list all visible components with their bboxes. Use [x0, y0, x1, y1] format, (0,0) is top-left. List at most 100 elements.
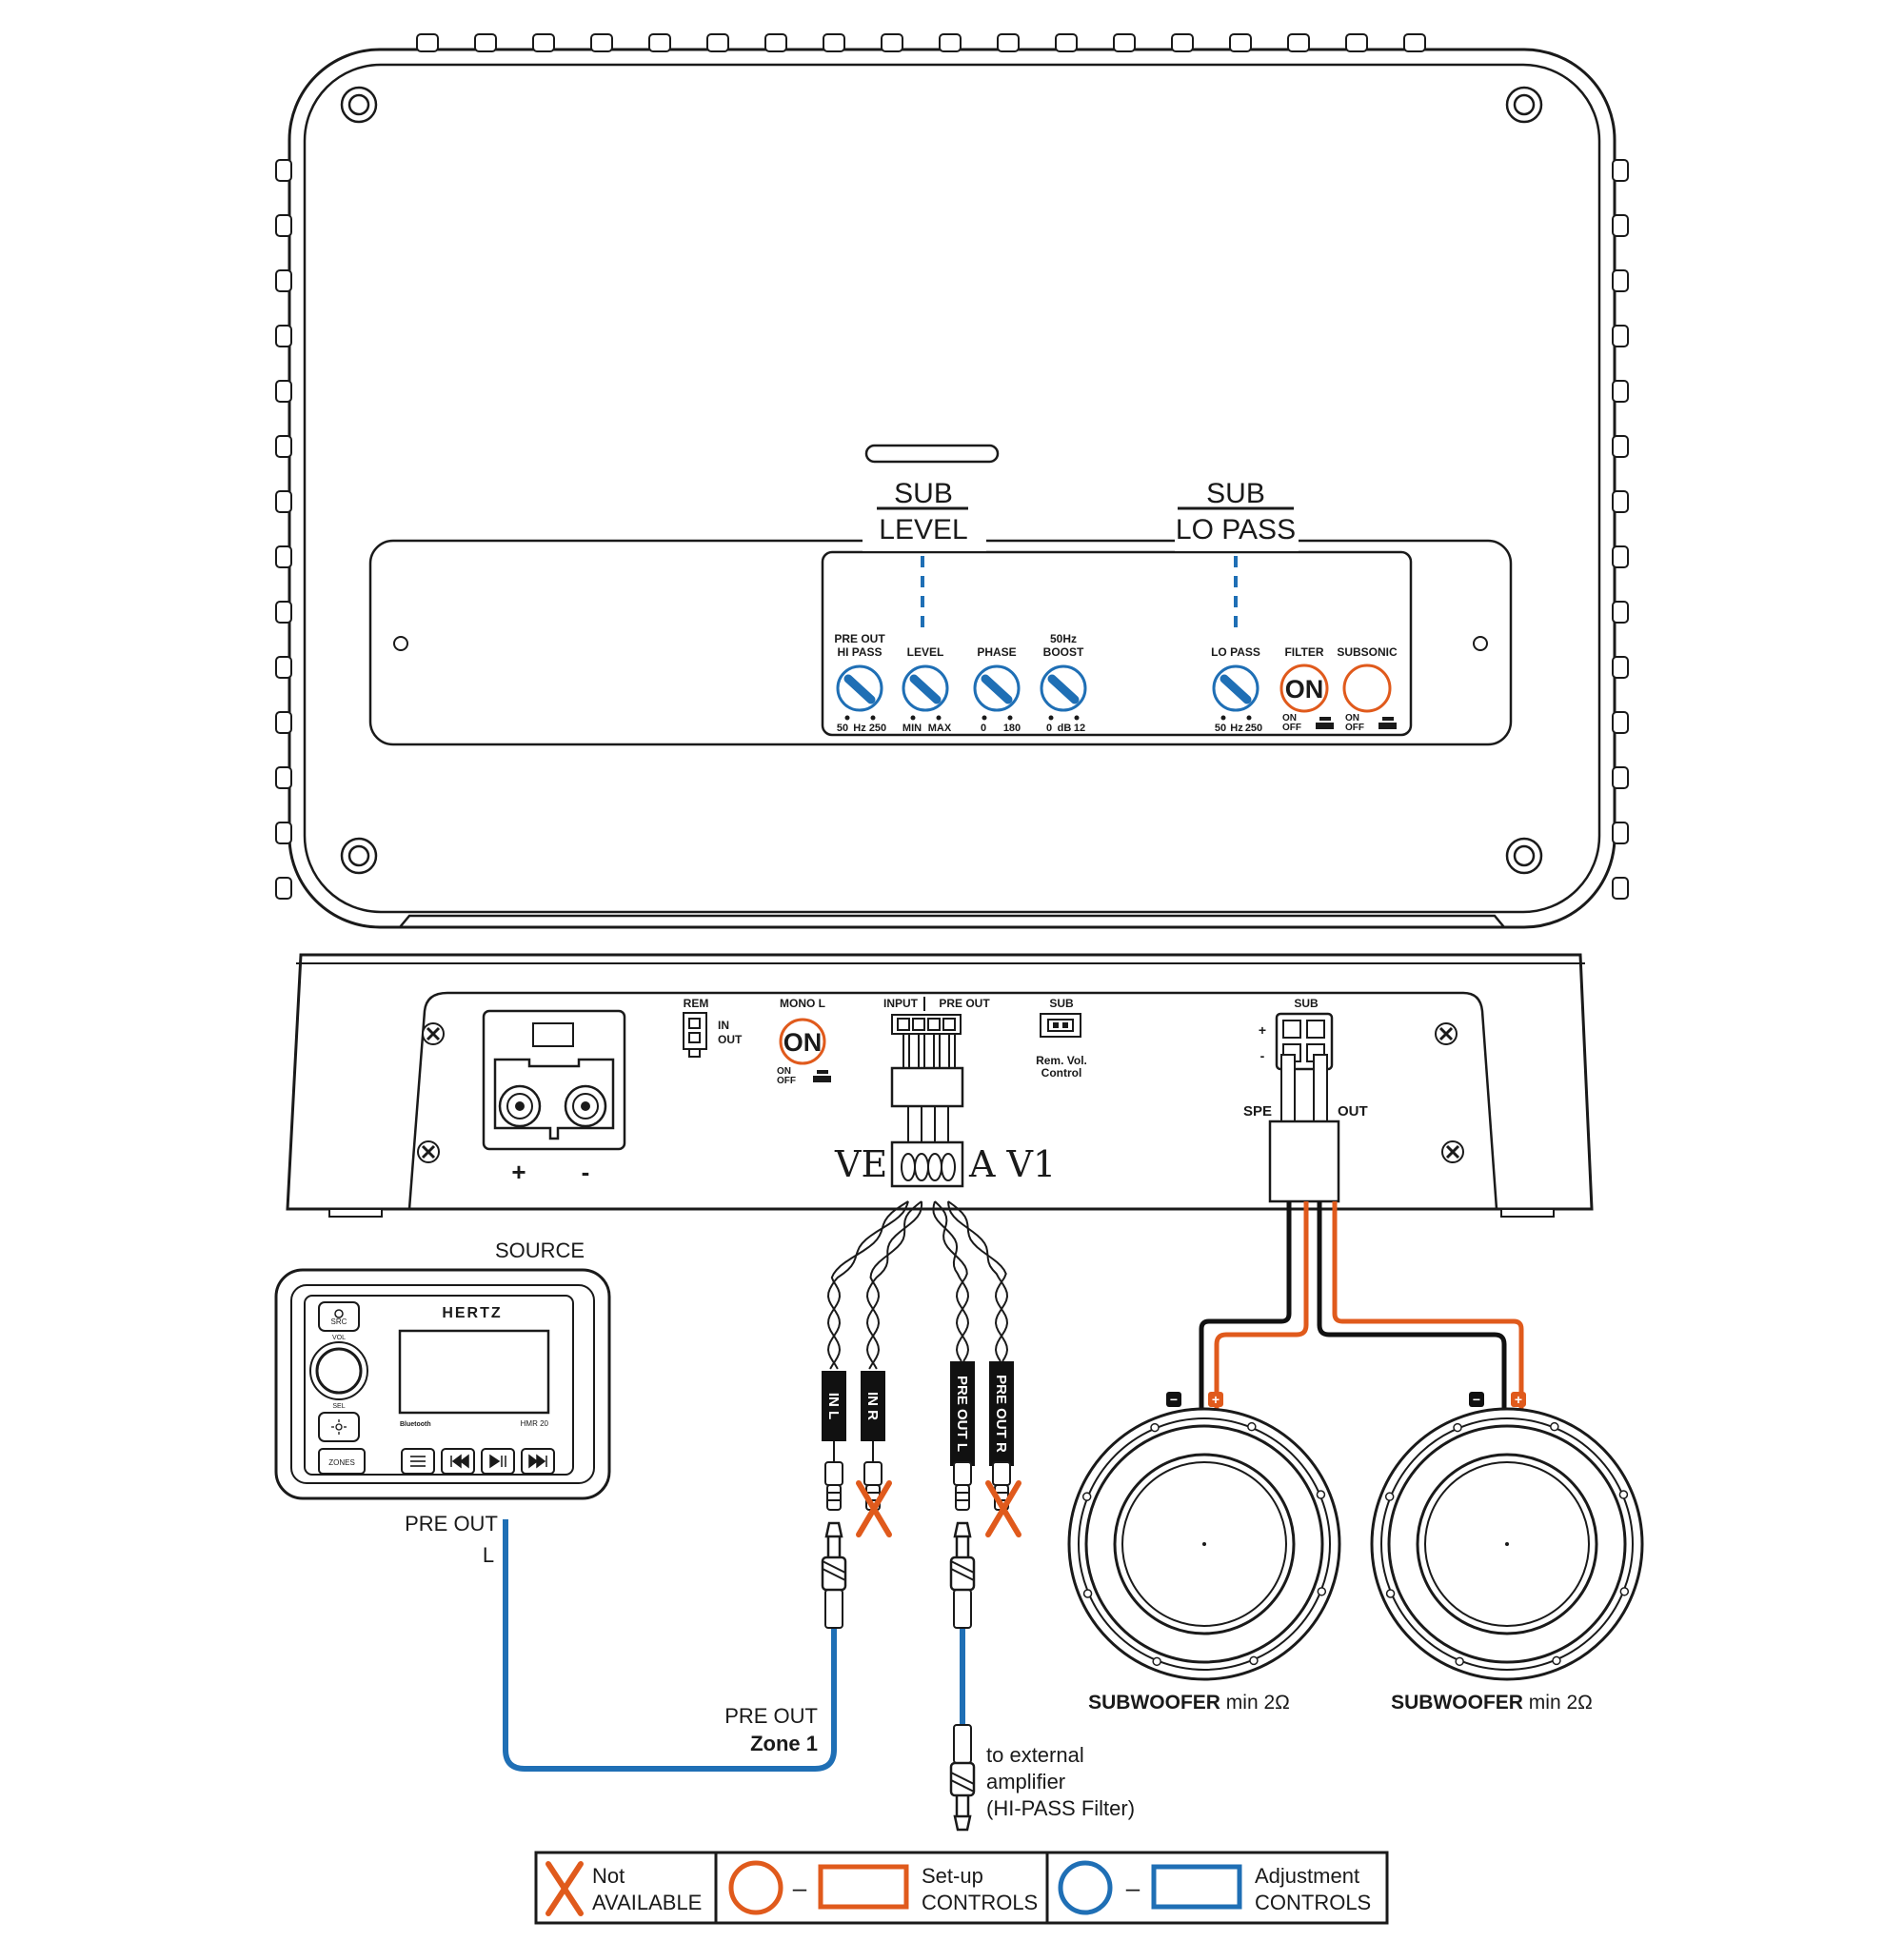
- subsonic-switch[interactable]: SUBSONIC ON OFF: [1337, 645, 1398, 733]
- boost-knob[interactable]: 50Hz BOOST 0 dB 12: [1041, 632, 1085, 734]
- rca-harness: IN L IN R PRE OUT L PRE OUT R PRE OUT: [503, 1200, 1135, 1832]
- rem-out: OUT: [718, 1033, 743, 1046]
- sub-remote-connector[interactable]: SUB Rem. Vol. Control: [1036, 997, 1087, 1080]
- brightness-icon: [331, 1419, 347, 1435]
- switch-icon: [1316, 717, 1334, 729]
- twisted-wire: [947, 1200, 1009, 1362]
- src-button[interactable]: [318, 1301, 360, 1332]
- next-button[interactable]: [521, 1448, 555, 1475]
- source-preout-label: PRE OUT: [405, 1512, 498, 1536]
- rem-title: REM: [684, 997, 709, 1010]
- subwoofer-2: −+SUBWOOFER min 2Ω: [1370, 1392, 1644, 1714]
- input-preout-connector[interactable]: INPUT PRE OUT: [883, 997, 990, 1188]
- sel-label: SEL: [332, 1403, 345, 1410]
- fin: [275, 766, 292, 789]
- plug-pin: [927, 1153, 942, 1181]
- speaker-positive-terminal: +: [1511, 1392, 1526, 1407]
- mono-l-switch[interactable]: MONO L ON ON OFF: [777, 997, 831, 1086]
- phase-knob[interactable]: PHASE 0 180: [975, 645, 1021, 734]
- lopass-knob[interactable]: LO PASS 50 Hz 250: [1211, 645, 1262, 734]
- scale-min: 50: [1215, 723, 1226, 734]
- positive-sign: +: [1515, 1392, 1522, 1407]
- input-plug: [901, 1106, 956, 1181]
- twisted-wire: [934, 1200, 970, 1362]
- plug-pin: [941, 1153, 956, 1181]
- menu-icon: [410, 1456, 426, 1467]
- fin: [1612, 490, 1629, 513]
- legend-not-line2: AVAILABLE: [592, 1891, 702, 1914]
- fin: [474, 33, 497, 52]
- plug-pin: [914, 1153, 929, 1181]
- mount-screw: [1618, 1490, 1629, 1499]
- preout-hipass-title: PRE OUT: [834, 632, 885, 645]
- rca-plug-external: [949, 1723, 976, 1832]
- legend-adjust-rect-icon: [1151, 1864, 1242, 1910]
- cable-label-pre-out-r: PRE OUT R: [989, 1361, 1014, 1466]
- menu-button[interactable]: [401, 1448, 435, 1475]
- level-knob[interactable]: LEVEL MIN MAX: [902, 645, 952, 734]
- fin: [275, 269, 292, 292]
- scale-min: 50: [837, 723, 848, 734]
- fin: [1229, 33, 1252, 52]
- fin: [1612, 656, 1629, 679]
- mount-screw: [1082, 1589, 1093, 1598]
- fin: [1612, 822, 1629, 844]
- connector-pin: [927, 1018, 941, 1031]
- source-unit: SOURCE SRC VOL SEL ZONES HERTZ Bluetooth…: [274, 1239, 611, 1567]
- zones-label: ZONES: [328, 1458, 355, 1467]
- level-title: LEVEL: [907, 645, 944, 659]
- vol-label: VOL: [332, 1335, 346, 1341]
- play-pause-button[interactable]: [481, 1448, 515, 1475]
- fin: [648, 33, 671, 52]
- brightness-button[interactable]: [318, 1412, 360, 1442]
- fin: [532, 33, 555, 52]
- preout-hipass-knob[interactable]: PRE OUT HI PASS 50 Hz 250: [834, 632, 886, 734]
- fin: [275, 656, 292, 679]
- cable-label-pre-out-l: PRE OUT L: [950, 1361, 975, 1466]
- scale-max: MAX: [928, 723, 952, 734]
- zones-button[interactable]: [318, 1448, 366, 1475]
- sub-minus: -: [1260, 1048, 1265, 1063]
- screw-icon: [1440, 1139, 1465, 1164]
- legend-not-line1: Not: [592, 1864, 625, 1888]
- power-plus-label: +: [511, 1158, 526, 1186]
- prev-button[interactable]: [441, 1448, 475, 1475]
- scale-min: 0: [981, 723, 986, 734]
- callout-sub-level: SUB LEVEL: [863, 471, 986, 633]
- scale-min: MIN: [902, 723, 922, 734]
- switch-icon: [1378, 717, 1397, 729]
- mount-screw: [1385, 1589, 1396, 1598]
- fin: [1403, 33, 1426, 52]
- sub-remote-line1: Rem. Vol.: [1036, 1054, 1087, 1067]
- boost-title: BOOST: [1043, 645, 1084, 659]
- scale-unit: Hz: [853, 723, 866, 734]
- previous-icon: [450, 1454, 469, 1469]
- preout-hipass-title: HI PASS: [837, 645, 882, 659]
- screw-icon: [1434, 1021, 1458, 1046]
- sub-speaker-output[interactable]: SUB + - SPE OUT: [1243, 997, 1368, 1203]
- opt-off: OFF: [1345, 723, 1364, 733]
- mount-screw: [1316, 1490, 1326, 1499]
- screw-icon: [416, 1139, 441, 1164]
- legend-adjust-line2: CONTROLS: [1255, 1891, 1371, 1914]
- src-button-label: SRC: [331, 1318, 347, 1326]
- legend-dash: –: [1126, 1873, 1140, 1902]
- fin: [1612, 711, 1629, 734]
- subsonic-title: SUBSONIC: [1337, 645, 1398, 659]
- not-available-mark-pre-out-r: [985, 1480, 1021, 1537]
- phase-title: PHASE: [977, 645, 1016, 659]
- legend-setup-rect-icon: [818, 1864, 909, 1910]
- rem-connector[interactable]: REM IN OUT: [683, 997, 743, 1058]
- screw-icon: [421, 1021, 446, 1046]
- fin: [1055, 33, 1078, 52]
- scale-max: 12: [1074, 723, 1085, 734]
- input-label: INPUT: [883, 997, 919, 1010]
- mount-screw: [1384, 1492, 1395, 1501]
- fin: [1612, 766, 1629, 789]
- opt-on: ON: [1282, 713, 1297, 723]
- sub-remote-title: SUB: [1049, 997, 1074, 1010]
- legend-not-available-icon: [545, 1861, 584, 1916]
- filter-switch[interactable]: FILTER ON ON OFF: [1279, 645, 1334, 733]
- opt-off: OFF: [777, 1076, 796, 1086]
